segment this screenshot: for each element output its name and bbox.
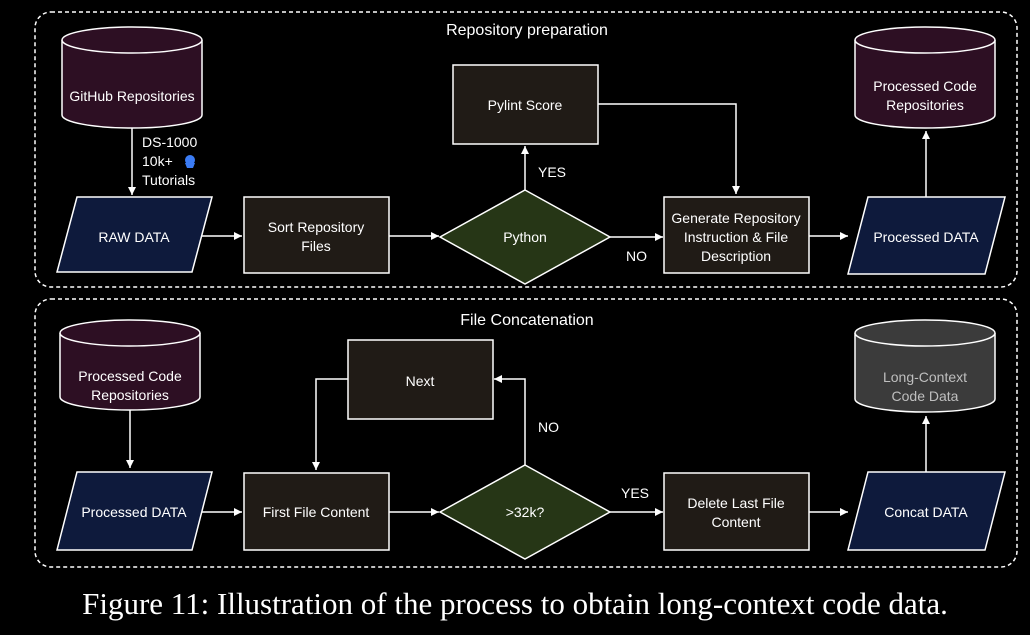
long-context-cylinder: Long-Context Code Data bbox=[854, 319, 996, 413]
flowchart: Repository preparation File Concatenatio… bbox=[34, 11, 1018, 568]
python-decision: Python bbox=[438, 189, 612, 285]
arrow-next-to-first bbox=[312, 378, 348, 470]
threshold-decision: >32k? bbox=[438, 464, 612, 560]
generate-label-1: Generate Repository bbox=[671, 210, 800, 226]
threshold-label: >32k? bbox=[506, 504, 545, 520]
kaggle-icon bbox=[185, 155, 195, 168]
source-ds1000: DS-1000 bbox=[142, 134, 197, 150]
processed-repos-top-label-1: Processed Code bbox=[873, 78, 977, 94]
processed-repos-top-label-2: Repositories bbox=[886, 97, 964, 113]
section-title-top: Repository preparation bbox=[446, 22, 608, 39]
raw-data-node: RAW DATA bbox=[56, 196, 213, 273]
sort-repository-files-node: Sort Repository Files bbox=[243, 196, 390, 274]
processed-repos-bottom-label-2: Repositories bbox=[91, 387, 169, 403]
source-tutorials: Tutorials bbox=[142, 172, 195, 188]
no-label-top: NO bbox=[626, 248, 647, 264]
next-label: Next bbox=[406, 373, 435, 389]
first-file-label: First File Content bbox=[263, 504, 370, 520]
raw-data-label: RAW DATA bbox=[98, 229, 170, 245]
yes-label-top: YES bbox=[538, 164, 566, 180]
concat-data-node: Concat DATA bbox=[847, 471, 1006, 551]
yes-label-bottom: YES bbox=[621, 485, 649, 501]
processed-data-bottom-node: Processed DATA bbox=[56, 471, 213, 551]
no-label-bottom: NO bbox=[538, 419, 559, 435]
pylint-score-node: Pylint Score bbox=[452, 64, 599, 145]
long-context-label-1: Long-Context bbox=[883, 369, 967, 385]
figure-caption: Figure 11: Illustration of the process t… bbox=[82, 586, 948, 621]
delete-last-file-node: Delete Last File Content bbox=[663, 472, 810, 551]
concat-data-label: Concat DATA bbox=[884, 504, 968, 520]
arrow-threshold-to-next bbox=[494, 375, 526, 465]
processed-data-bottom-label: Processed DATA bbox=[81, 504, 187, 520]
processed-data-top-node: Processed DATA bbox=[847, 196, 1006, 275]
processed-repos-bottom-label-1: Processed Code bbox=[78, 368, 182, 384]
generate-label-3: Description bbox=[701, 248, 771, 264]
delete-last-label-2: Content bbox=[711, 514, 760, 530]
section-file-concatenation bbox=[34, 298, 1018, 568]
sort-files-label-2: Files bbox=[301, 238, 331, 254]
processed-repos-top-cylinder: Processed Code Repositories bbox=[854, 26, 996, 129]
processed-repos-bottom-cylinder: Processed Code Repositories bbox=[59, 319, 201, 411]
generate-description-node: Generate Repository Instruction & File D… bbox=[663, 196, 810, 274]
section-repository-preparation bbox=[34, 11, 1018, 288]
generate-label-2: Instruction & File bbox=[684, 229, 788, 245]
github-repositories-cylinder: GitHub Repositories bbox=[61, 26, 203, 129]
processed-data-top-label: Processed DATA bbox=[873, 229, 979, 245]
first-file-content-node: First File Content bbox=[243, 472, 390, 551]
next-node: Next bbox=[347, 339, 494, 420]
pylint-label: Pylint Score bbox=[488, 97, 563, 113]
long-context-label-2: Code Data bbox=[892, 388, 959, 404]
github-repositories-label: GitHub Repositories bbox=[69, 88, 194, 104]
section-title-bottom: File Concatenation bbox=[460, 312, 593, 329]
python-label: Python bbox=[503, 229, 547, 245]
sort-files-label-1: Sort Repository bbox=[268, 219, 364, 235]
source-10k: 10k+ bbox=[142, 153, 173, 169]
arrow-pylint-to-generate bbox=[598, 103, 740, 194]
delete-last-label-1: Delete Last File bbox=[687, 495, 784, 511]
